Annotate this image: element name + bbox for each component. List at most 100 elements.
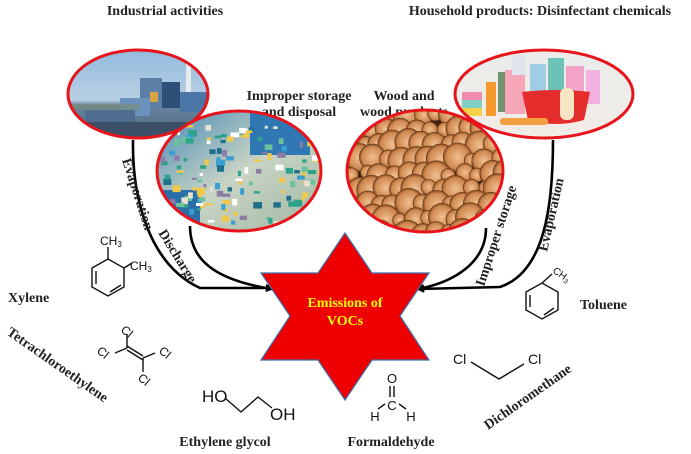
arrow-household-evaporation	[416, 139, 555, 293]
waste-fragment	[264, 125, 268, 129]
waste-fragment	[226, 156, 234, 161]
waste-fragment	[275, 164, 284, 171]
waste-fragment	[177, 172, 183, 175]
label-ethylene-glycol: Ethylene glycol	[179, 435, 270, 450]
toluene-ch3: CH3	[550, 265, 572, 285]
label-right-evaporation: Evaporation	[536, 177, 567, 253]
waste-fragment	[221, 215, 229, 222]
log-end	[424, 221, 448, 232]
waste-fragment	[299, 141, 303, 148]
waste-fragment	[163, 178, 172, 185]
household-products-photo	[453, 48, 635, 140]
waste-fragment	[297, 175, 305, 180]
waste-fragment	[267, 153, 272, 161]
cl-atom: Cl	[156, 344, 174, 362]
waste-fragment	[222, 200, 231, 205]
waste-fragment	[290, 181, 296, 188]
waste-fragment	[311, 205, 317, 208]
waste-fragment	[318, 190, 321, 197]
waste-fragment	[304, 180, 311, 187]
waste-fragment	[254, 159, 262, 162]
label-left-evaporation: Evaporation	[118, 157, 155, 233]
waste-fragment	[310, 133, 317, 137]
ethylene-glycol-structure: HO OH	[202, 387, 296, 424]
waste-fragment	[231, 220, 236, 225]
tetrachloroethylene-structure: Cl Cl Cl Cl	[94, 323, 174, 389]
waste-fragment	[278, 177, 286, 183]
label-household-products: Household products: Disinfectant chemica…	[409, 4, 672, 19]
waste-fragment	[294, 170, 300, 174]
cl-atom: Cl	[135, 371, 153, 389]
waste-fragment	[204, 159, 210, 166]
waste-fragment	[302, 192, 308, 198]
waste-fragment	[181, 136, 190, 143]
waste-fragment	[175, 202, 185, 207]
cl-atom: Cl	[118, 323, 136, 341]
waste-fragment	[262, 151, 268, 155]
arrow-industrial-evaporation	[131, 139, 274, 292]
waste-fragment	[237, 170, 241, 176]
waste-fragment	[253, 202, 263, 209]
waste-fragment	[285, 167, 293, 174]
waste-fragment	[183, 222, 187, 229]
waste-fragment	[186, 125, 194, 128]
waste-fragment	[169, 150, 176, 156]
waste-fragment	[239, 127, 246, 134]
waste-fragment	[192, 177, 197, 180]
cl-atom: Cl	[528, 351, 541, 367]
waste-fragment	[214, 135, 222, 139]
waste-fragment	[233, 211, 238, 217]
waste-fragment	[293, 199, 301, 205]
waste-fragment	[220, 139, 226, 144]
waste-fragment	[205, 203, 213, 206]
waste-fragment	[268, 217, 273, 224]
waste-fragment	[183, 157, 188, 162]
waste-fragment	[248, 127, 254, 132]
c-atom: C	[387, 398, 396, 413]
waste-fragment	[319, 126, 321, 130]
waste-fragment	[172, 185, 181, 193]
log-end	[502, 149, 503, 169]
waste-fragment	[316, 125, 321, 131]
waste-fragment	[266, 216, 270, 220]
waste-fragment	[209, 186, 213, 192]
o-atom: O	[387, 371, 397, 386]
waste-fragment	[199, 173, 204, 176]
waste-fragment	[256, 168, 262, 174]
star-text-line2: VOCs	[327, 314, 364, 329]
waste-fragment	[253, 191, 260, 194]
formaldehyde-structure: O C H H	[370, 371, 415, 424]
waste-fragment	[246, 130, 253, 134]
waste-fragment	[307, 169, 317, 175]
waste-fragment	[238, 181, 243, 185]
oh-group: OH	[270, 405, 296, 424]
label-dichloromethane: Dichloromethane	[482, 362, 575, 433]
waste-fragment	[241, 132, 250, 138]
waste-fragment	[239, 215, 247, 220]
waste-fragment	[244, 167, 249, 174]
waste-fragment	[281, 190, 286, 194]
waste-fragment	[222, 149, 227, 157]
log-end	[353, 221, 381, 232]
h-atom: H	[406, 409, 415, 424]
waste-fragment	[306, 179, 316, 185]
xylene-ch3-top: CH3	[100, 234, 122, 249]
label-improper-storage-line2: and disposal	[262, 105, 336, 120]
waste-fragment	[264, 144, 273, 150]
waste-fragment	[232, 198, 238, 206]
label-tetrachloroethylene: Tetrachloroethylene	[4, 325, 111, 406]
waste-fragment	[273, 202, 281, 208]
waste-fragment	[195, 203, 204, 207]
label-formaldehyde: Formaldehyde	[347, 435, 434, 450]
waste-fragment	[203, 184, 207, 188]
waste-fragment	[196, 208, 201, 211]
log-end	[448, 218, 477, 232]
waste-fragment	[217, 165, 224, 172]
label-wood-line1: Wood and	[373, 89, 434, 104]
waste-fragment	[200, 165, 207, 169]
waste-fragment	[189, 208, 195, 215]
waste-fragment	[197, 179, 203, 183]
waste-fragment	[215, 182, 221, 190]
waste-fragment	[196, 187, 206, 195]
waste-fragment	[277, 152, 286, 158]
